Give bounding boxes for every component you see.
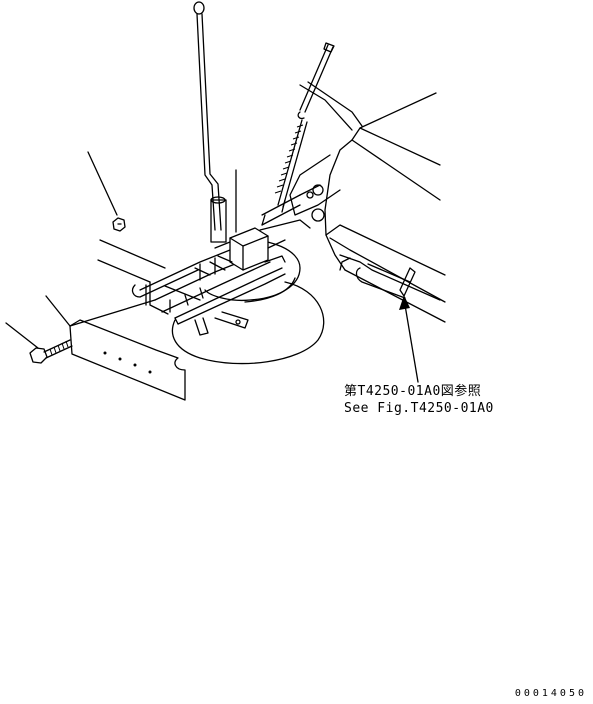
drawing-number: 00014050 [514, 688, 587, 699]
bolt-part [5, 322, 73, 364]
spring-rod [277, 42, 363, 208]
linkage-bracket [259, 154, 341, 231]
spring-coil [274, 124, 304, 194]
chassis-frame [324, 92, 446, 323]
lever-housing [214, 227, 286, 271]
reference-arrow [399, 295, 419, 383]
slide-rails [97, 239, 286, 336]
turntable [171, 239, 325, 365]
control-lever [193, 1, 237, 243]
reference-label-japanese: 第T4250-01A0図参照 [344, 384, 482, 399]
reference-label-english: See Fig.T4250-01A0 [344, 401, 494, 416]
cover-plate [45, 295, 186, 401]
nut-part [87, 151, 126, 232]
